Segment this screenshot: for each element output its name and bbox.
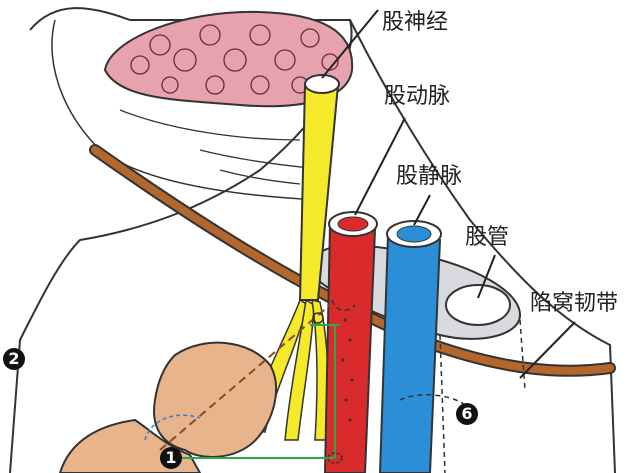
label-femoral-artery: 股动脉 [384,84,451,109]
femoral-artery-dots [341,318,354,422]
leader-femoral-artery [354,117,406,216]
axis-dashed-line [159,304,331,451]
leader-femoral-vein [413,194,431,226]
fascia-lines [119,109,311,185]
marker-6: 6 [456,403,478,425]
green-guide-lines [170,324,340,459]
dashed-outlines [331,299,526,473]
muscle-texture [130,24,339,95]
marker-1: 1 [160,447,182,469]
muscle-mass [103,10,354,108]
leader-lines [321,9,576,379]
femoral-artery-lumen [337,216,369,232]
label-lacunar-ligament: 陷窝韧带 [530,291,619,316]
marker-2: 2 [3,348,25,370]
femoral-vein-lumen [396,225,432,243]
femoral-nerve-cut [304,74,340,94]
axis-point [312,312,324,324]
label-femoral-canal: 股管 [465,225,510,250]
leader-femoral-nerve [321,9,379,79]
body-outline-left [9,7,353,473]
label-femoral-vein: 股静脉 [396,164,463,189]
femoral-canal-opening [445,284,511,326]
leader-lacunar-ligament [519,321,576,379]
body-outline-right [349,19,616,473]
label-femoral-nerve: 股神经 [382,10,449,35]
femoral-vein [378,233,442,473]
marker-ring-1 [327,452,343,464]
acetabulum-dash [144,414,201,441]
leader-femoral-canal [477,254,496,299]
femoral-artery [323,223,377,473]
